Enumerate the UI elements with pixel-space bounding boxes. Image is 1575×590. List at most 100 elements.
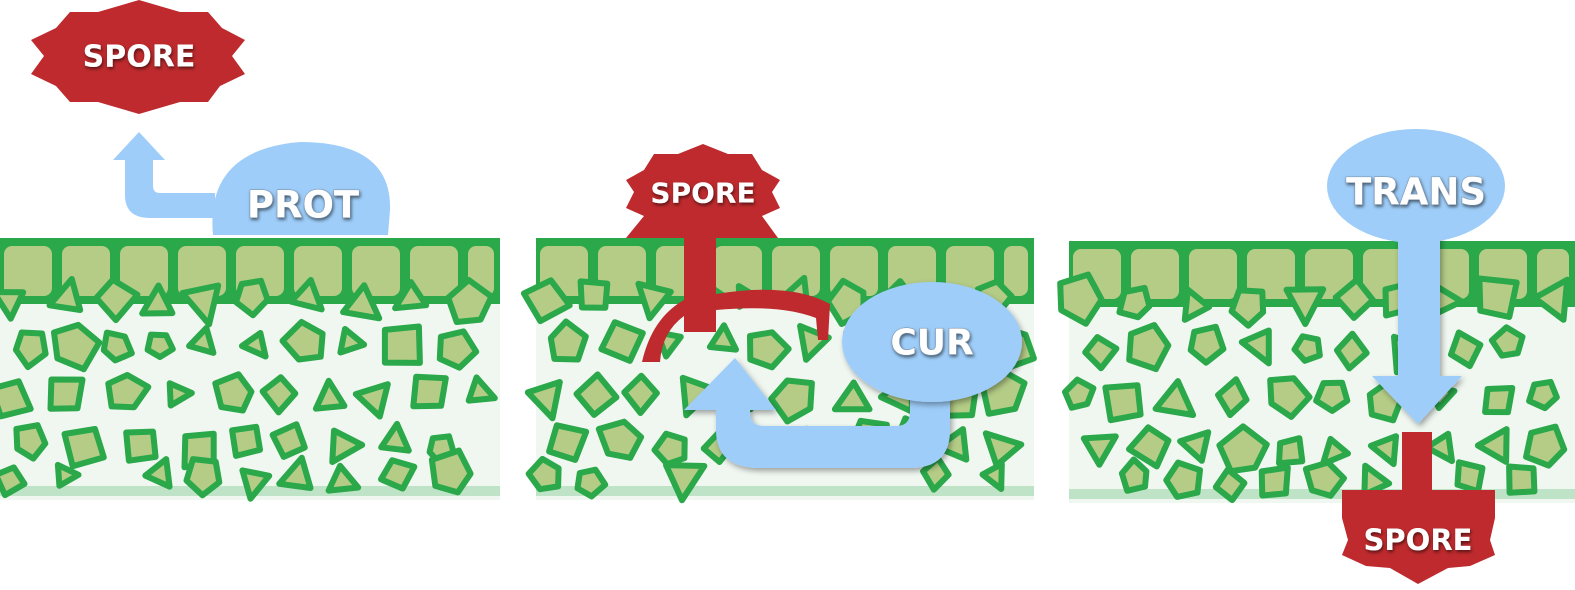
mesophyll-cell <box>100 329 135 364</box>
mesophyll-cell <box>1361 462 1393 498</box>
mesophyll-cell <box>340 282 383 322</box>
mesophyll-cell <box>979 461 1005 492</box>
mesophyll-cell <box>595 418 645 461</box>
fungicide-label: PROT <box>247 184 360 227</box>
mesophyll-cell <box>621 372 660 416</box>
mesophyll-cell <box>276 454 314 491</box>
mesophyll-cell <box>12 329 49 371</box>
mesophyll-cell <box>1448 329 1484 370</box>
mesophyll-cell <box>0 464 28 499</box>
mesophyll-cell <box>1526 378 1560 412</box>
mesophyll-cell <box>1163 459 1203 500</box>
mesophyll-cell <box>269 421 308 460</box>
mesophyll-cell <box>1423 430 1455 465</box>
mesophyll-cell <box>183 456 223 499</box>
fungicide-label: TRANS <box>1346 171 1486 214</box>
mesophyll-cell <box>524 379 563 422</box>
mesophyll-cell <box>0 289 27 322</box>
mesophyll-cell <box>1367 433 1399 468</box>
leaf-cell <box>4 246 52 296</box>
mesophyll-cell <box>1302 459 1347 499</box>
mesophyll-cell <box>797 323 832 363</box>
mesophyll-cell <box>13 422 49 462</box>
mesophyll-cell <box>1126 322 1172 373</box>
mesophyll-cell <box>179 282 222 328</box>
leaf-cell <box>410 246 458 296</box>
mesophyll-cell <box>105 372 152 411</box>
mesophyll-cell <box>1212 466 1248 504</box>
mesophyll-cell <box>1319 435 1351 467</box>
mesophyll-cell <box>410 373 449 410</box>
mesophyll-cell <box>212 371 255 414</box>
mesophyll-cell <box>934 426 970 463</box>
mesophyll-cell <box>706 322 739 353</box>
mesophyll-cell <box>1506 463 1538 496</box>
mesophyll-cell <box>47 376 86 412</box>
mesophyll-cell <box>239 467 273 502</box>
mesophyll-cell <box>1238 327 1272 367</box>
mesophyll-cell <box>663 462 708 504</box>
mesophyll-cell <box>445 277 495 325</box>
mesophyll-cell <box>1258 464 1291 499</box>
mesophyll-cell <box>312 377 348 412</box>
mesophyll-cell <box>1228 287 1267 329</box>
mesophyll-cell <box>392 279 430 312</box>
mesophyll-cell <box>520 277 573 325</box>
leaf-section-protective <box>0 238 500 502</box>
panel-translaminar: SPORE TRANS <box>1327 129 1505 584</box>
mesophyll-cell <box>381 323 423 366</box>
mesophyll-cell <box>239 330 269 360</box>
mesophyll-cell <box>0 378 34 420</box>
fungicide-blob-icon <box>1327 129 1505 243</box>
mesophyll-cell <box>378 457 418 492</box>
mesophyll-cell <box>428 447 474 496</box>
mesophyll-cell <box>436 328 480 371</box>
mesophyll-cell <box>1118 456 1150 494</box>
mesophyll-cell <box>1216 423 1270 475</box>
mesophyll-cell <box>1126 424 1172 470</box>
mesophyll-cell <box>1488 324 1526 359</box>
mesophyll-cell <box>1276 435 1306 467</box>
mesophyll-cell <box>635 280 674 322</box>
arrow-icon <box>684 358 950 468</box>
mesophyll-cell <box>1102 382 1144 424</box>
fungicide-blob-icon <box>212 142 391 235</box>
mesophyll-cell <box>1082 334 1120 372</box>
mesophyll-cell <box>465 374 498 404</box>
mesophyll-cell <box>123 428 159 464</box>
hypha-icon <box>1402 432 1432 494</box>
mesophyll-cell <box>1474 426 1510 465</box>
mesophyll-cell <box>1116 284 1153 321</box>
mesophyll-cell <box>1267 375 1313 420</box>
mesophyll-cell <box>1187 323 1227 366</box>
spore-burst-icon <box>626 144 780 238</box>
fungicide-label: CUR <box>890 323 973 364</box>
mesophyll-cell <box>547 318 589 363</box>
leaf-cell <box>772 246 820 296</box>
panel-protective: PROT SPORE <box>31 0 391 235</box>
leaf-section-curative <box>520 238 1037 504</box>
leaf-cell <box>1247 249 1295 299</box>
mesophyll-cell <box>1057 271 1105 327</box>
leaf-cell <box>714 246 762 296</box>
leaf-cell <box>120 246 168 296</box>
mesophyll-cell <box>920 455 952 493</box>
mesophyll-cell <box>768 377 815 425</box>
mesophyll-cell <box>61 426 107 470</box>
panel-curative: SPORE CUR <box>626 144 1022 468</box>
mesophyll-cell <box>1482 385 1516 416</box>
mesophyll-cell <box>1177 429 1212 464</box>
mesophyll-cell <box>139 282 176 317</box>
mesophyll-cell <box>1476 275 1520 320</box>
mesophyll-cell <box>1215 376 1250 419</box>
mesophyll-cell <box>574 466 609 500</box>
mesophyll-cell <box>54 461 82 489</box>
mesophyll-cell <box>1332 276 1376 321</box>
mesophyll-cell <box>1291 333 1323 364</box>
leaf-cell <box>1004 246 1028 296</box>
leaf-cell <box>1189 249 1237 299</box>
mesophyll-cell <box>1334 330 1370 372</box>
spore-burst-icon <box>1342 490 1495 584</box>
mesophyll-cell <box>329 427 366 465</box>
